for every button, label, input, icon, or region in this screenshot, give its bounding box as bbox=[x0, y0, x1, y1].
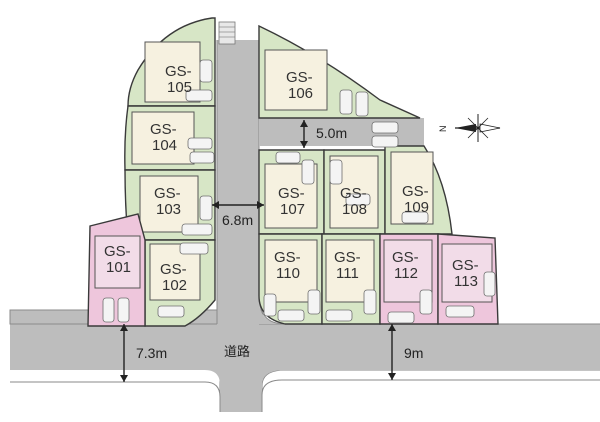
label-gs-106-line2: 106 bbox=[288, 85, 313, 102]
label-gs-112-line2: 112 bbox=[394, 265, 418, 282]
label-gs-113-line1: GS- bbox=[452, 257, 479, 274]
label-gs-101-line2: 101 bbox=[106, 259, 131, 276]
label-gs-103-line2: 103 bbox=[156, 201, 181, 218]
house-gs-103 bbox=[139, 175, 199, 233]
compass-icon: N bbox=[438, 114, 501, 142]
label-7-3m: 7.3m bbox=[136, 345, 167, 361]
dimension-6-8m: 6.8m bbox=[212, 201, 264, 228]
house-gs-101 bbox=[94, 235, 141, 289]
label-gs-108-line1: GS- bbox=[340, 185, 367, 202]
label-gs-102-line1: GS- bbox=[160, 261, 187, 278]
label-5-0m: 5.0m bbox=[316, 125, 347, 141]
label-gs-113-line2: 113 bbox=[454, 273, 478, 290]
road-edge-bottom-curve-right bbox=[261, 379, 600, 412]
label-gs-106-line1: GS- bbox=[286, 69, 313, 86]
road-corner-left bbox=[205, 370, 220, 385]
road-corner-right bbox=[262, 370, 285, 385]
road-bottom-extension bbox=[220, 360, 262, 412]
label-gs-112-line1: GS- bbox=[392, 249, 419, 266]
compass-north-label: N bbox=[438, 126, 448, 133]
road-label: 道路 bbox=[224, 344, 250, 360]
dimension-5-0m: 5.0m bbox=[300, 120, 347, 148]
public-road-strip bbox=[10, 324, 600, 370]
label-gs-105-line1: GS- bbox=[165, 63, 192, 80]
lot-labels: GS- 101 GS- 102 GS- 103 GS- 104 GS- 105 … bbox=[104, 63, 479, 294]
private-road bbox=[217, 40, 259, 330]
label-gs-110-line2: 110 bbox=[276, 265, 300, 282]
dimension-7-3m: 7.3m bbox=[120, 324, 167, 382]
label-gs-107-line1: GS- bbox=[278, 185, 305, 202]
parked-cars bbox=[102, 59, 496, 324]
house-gs-111 bbox=[325, 239, 375, 303]
label-gs-107-line2: 107 bbox=[280, 201, 305, 218]
label-gs-109-line1: GS- bbox=[402, 183, 429, 200]
label-gs-102-line2: 102 bbox=[162, 277, 187, 294]
label-gs-103-line1: GS- bbox=[154, 185, 181, 202]
stairs bbox=[218, 21, 236, 45]
label-gs-109-line2: 109 bbox=[404, 199, 429, 216]
label-6-8m: 6.8m bbox=[222, 212, 253, 228]
house-gs-113 bbox=[441, 243, 493, 303]
label-9m: 9m bbox=[404, 345, 423, 361]
label-gs-111-line1: GS- bbox=[334, 249, 361, 266]
private-road-corner bbox=[259, 300, 285, 324]
label-gs-105-line2: 105 bbox=[167, 79, 192, 96]
road-edge-bottom-curve-left bbox=[204, 381, 221, 412]
house-gs-104 bbox=[131, 111, 195, 165]
dimension-9m: 9m bbox=[388, 324, 423, 380]
label-gs-111-line2: 111 bbox=[336, 265, 359, 282]
house-gs-106 bbox=[264, 49, 328, 111]
label-gs-104-line2: 104 bbox=[152, 137, 177, 154]
label-gs-108-line2: 108 bbox=[342, 201, 367, 218]
label-gs-101-line1: GS- bbox=[104, 243, 131, 260]
label-gs-104-line1: GS- bbox=[150, 121, 177, 138]
label-gs-110-line1: GS- bbox=[274, 249, 301, 266]
